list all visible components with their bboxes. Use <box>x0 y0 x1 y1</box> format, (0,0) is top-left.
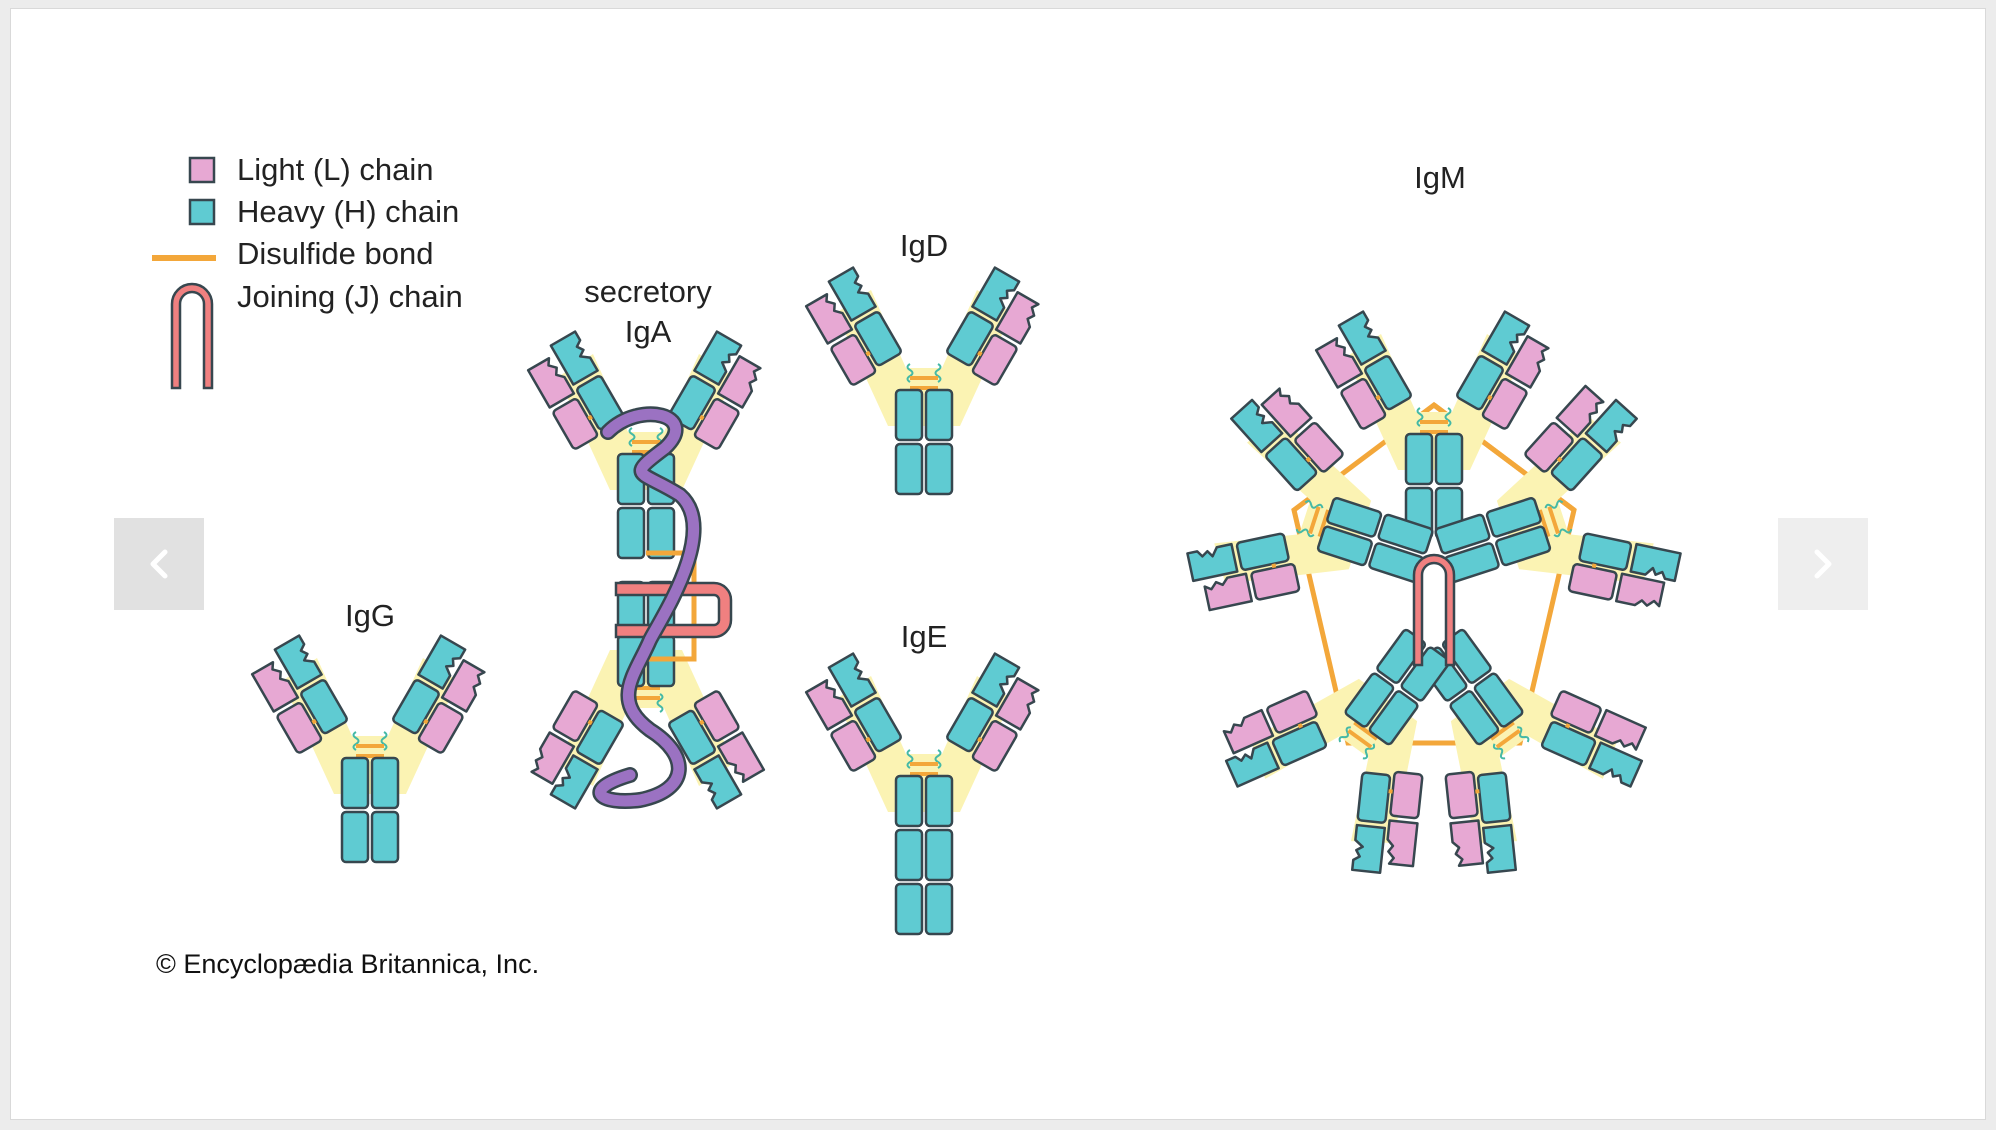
ige-label: IgE <box>901 619 948 654</box>
iga-label-line1: secretory <box>584 274 712 309</box>
copyright-text: © Encyclopædia Britannica, Inc. <box>156 949 539 979</box>
igd-antibody <box>799 265 1049 496</box>
legend-light-chain: Light (L) chain <box>237 152 433 187</box>
light-chain-swatch-icon <box>188 156 216 184</box>
legend-joining-chain: Joining (J) chain <box>237 279 463 314</box>
heavy-chain-swatch-icon <box>188 198 216 226</box>
legend-heavy-chain: Heavy (H) chain <box>237 194 459 229</box>
secretory-iga-antibody <box>521 329 771 811</box>
igd-label: IgD <box>900 228 948 263</box>
legend: Light (L) chain Heavy (H) chain Disulfid… <box>152 152 463 390</box>
igg-antibody <box>245 633 495 864</box>
iga-disulfide-link <box>646 550 697 662</box>
previous-slide-button[interactable] <box>114 518 204 610</box>
chevron-right-icon <box>1814 549 1832 579</box>
joining-chain-swatch-icon <box>170 282 214 390</box>
next-slide-button[interactable] <box>1778 518 1868 610</box>
chevron-left-icon <box>150 549 168 579</box>
ige-antibody <box>801 654 1047 934</box>
igm-joining-chain <box>1412 553 1456 667</box>
legend-disulfide-bond: Disulfide bond <box>237 236 433 271</box>
igg-label: IgG <box>345 598 395 633</box>
igm-label: IgM <box>1414 160 1466 195</box>
igm-pentamer <box>1169 309 1699 901</box>
iga-label-line2: IgA <box>625 314 672 349</box>
